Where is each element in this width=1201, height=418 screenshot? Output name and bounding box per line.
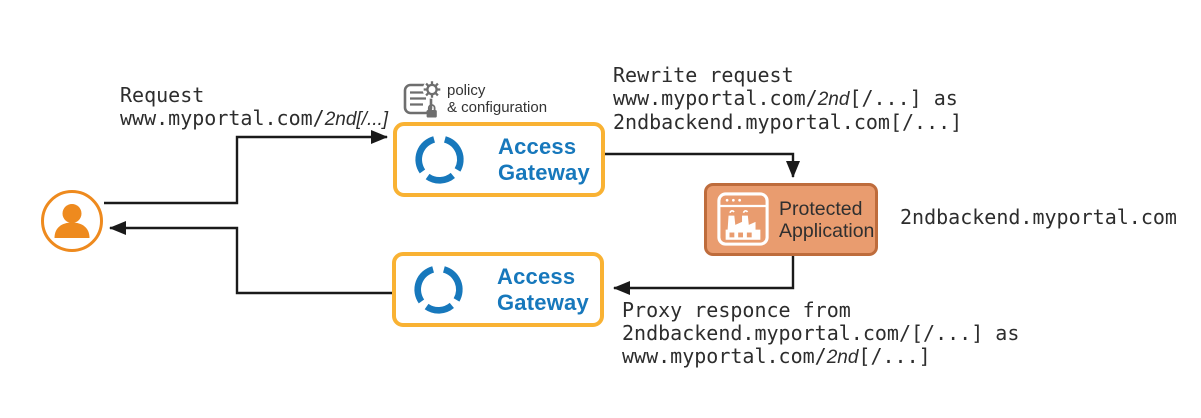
proxy-response-label: Proxy responce from 2ndbackend.myportal.…	[622, 299, 1019, 369]
gateway-top-line1: Access	[498, 133, 577, 159]
access-gateway-node-top: Access Gateway	[393, 122, 605, 197]
lock-icon	[426, 104, 437, 118]
gateway-top-line2: Gateway	[498, 159, 590, 185]
protected-app-line2: Application	[779, 219, 875, 242]
policy-configuration-icon	[403, 80, 442, 118]
proxy-label-line1: Proxy responce from	[622, 298, 851, 322]
gateway-bottom-line1: Access	[497, 263, 576, 289]
gear-icon	[422, 80, 442, 99]
policy-label-line2: & configuration	[447, 98, 548, 116]
user-node	[40, 189, 104, 253]
proxy-label-line3: www.myportal.com/2nd[/...]	[622, 344, 931, 369]
access-gateway-ring-icon	[414, 266, 463, 314]
policy-configuration-label: policy & configuration	[447, 82, 548, 116]
request-path-italic: 2nd[/...]	[324, 109, 389, 130]
arrow-response-gateway-to-user	[109, 221, 392, 295]
rewrite-label-line2: www.myportal.com/2nd[/...] as	[613, 86, 958, 111]
access-gateway-label: Access Gateway	[497, 264, 589, 316]
request-label-line1: Request	[120, 83, 205, 107]
access-gateway-node-bottom: Access Gateway	[392, 252, 604, 327]
arrow-proxy-app-to-gateway	[613, 256, 795, 295]
user-icon	[41, 190, 103, 252]
proxy-label-line2: 2ndbackend.myportal.com/[/...] as	[622, 321, 1020, 345]
arrow-rewrite-gateway-to-app	[605, 152, 800, 178]
policy-label-line1: policy	[447, 82, 486, 99]
rewrite-label-line3: 2ndbackend.myportal.com[/...]	[613, 110, 963, 134]
request-label-line2: www.myportal.com/2nd[/...]	[120, 106, 389, 131]
backend-host-label: 2ndbackend.myportal.com	[900, 205, 1177, 229]
gateway-bottom-line2: Gateway	[497, 289, 589, 315]
access-gateway-ring-icon	[415, 136, 464, 184]
rewrite-label-line1: Rewrite request	[613, 63, 794, 87]
rewrite-request-label: Rewrite request www.myportal.com/2nd[/..…	[613, 64, 962, 134]
factory-window-icon	[717, 191, 769, 246]
protected-application-node: Protected Application	[704, 183, 878, 256]
rewrite-path-italic: 2nd	[817, 89, 850, 110]
request-label: Request www.myportal.com/2nd[/...]	[120, 84, 388, 131]
protected-app-line1: Protected	[779, 197, 863, 220]
access-gateway-label: Access Gateway	[498, 134, 590, 186]
protected-application-label: Protected Application	[779, 198, 874, 242]
arrow-request-user-to-gateway	[104, 130, 388, 205]
proxy-path-italic: 2nd	[826, 347, 859, 368]
